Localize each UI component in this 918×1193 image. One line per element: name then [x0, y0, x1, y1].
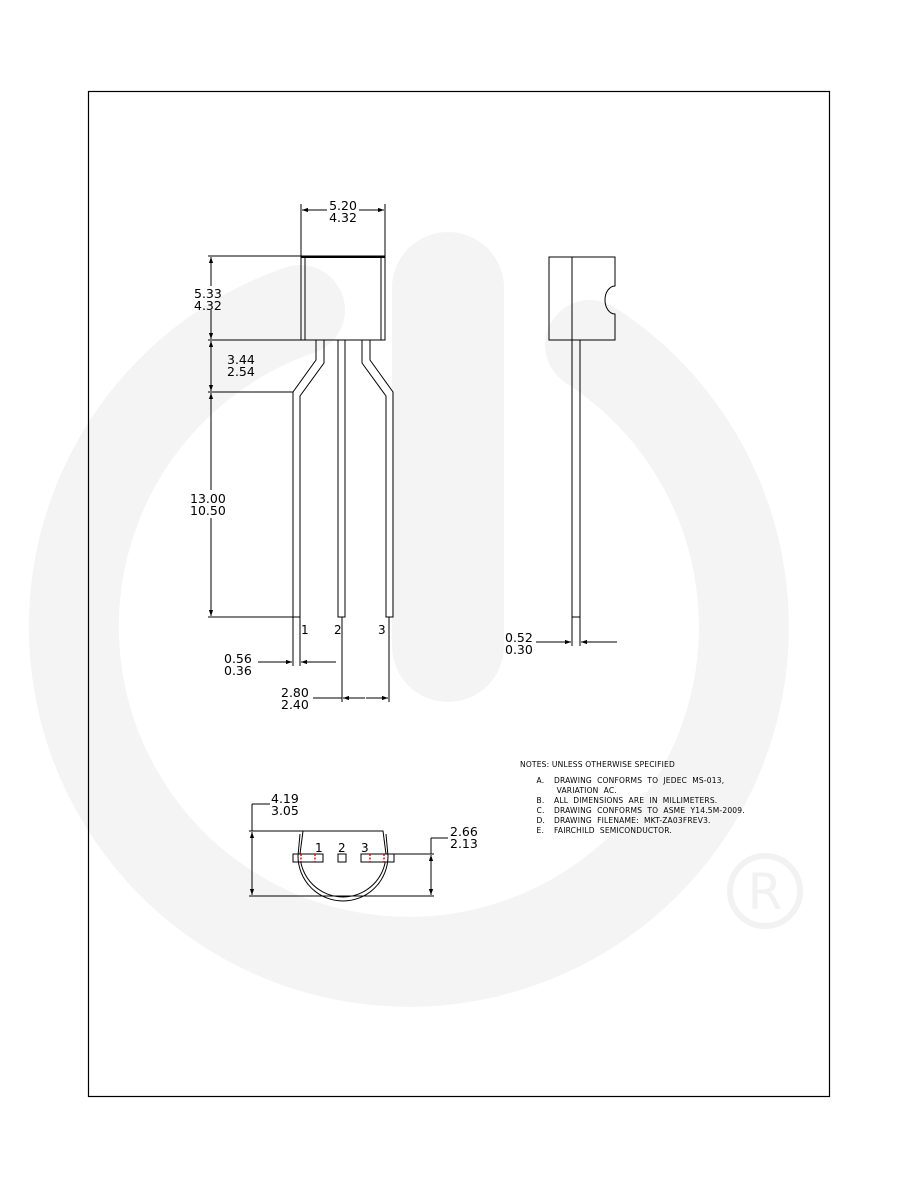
dim-lead-pitch-max: 2.80 [281, 685, 309, 700]
bottom-view-dimensions: 4.19 3.05 2.66 2.13 1 2 3 [271, 791, 478, 855]
dim-lead-length-min: 10.50 [190, 503, 226, 518]
pin-label-1: 1 [301, 623, 309, 637]
note-text: DRAWING CONFORMS TO ASME Y14.5M-2009. [554, 805, 745, 815]
notes-header: NOTES: UNLESS OTHERWISE SPECIFIED [520, 759, 675, 769]
svg-text:R: R [748, 863, 783, 921]
pin-label-2: 2 [334, 623, 342, 637]
note-item: B. ALL DIMENSIONS ARE IN MILLIMETERS. [520, 795, 745, 805]
bottom-view [249, 803, 448, 902]
dim-body-height-max: 5.33 [194, 286, 222, 301]
dim-flat-to-round-max: 2.66 [450, 824, 478, 839]
note-text: ALL DIMENSIONS ARE IN MILLIMETERS. [554, 795, 718, 805]
dim-lead-pitch-min: 2.40 [281, 697, 309, 712]
bottom-pin-label-2: 2 [338, 841, 346, 855]
dim-body-height-min: 4.32 [194, 298, 222, 313]
dim-lead-bend-min: 2.54 [227, 364, 255, 379]
note-key: A. [536, 775, 545, 785]
dim-body-width-max: 5.20 [329, 198, 357, 213]
page-frame [87, 90, 831, 1098]
note-item: A. DRAWING CONFORMS TO JEDEC MS-013, VAR… [520, 775, 745, 795]
front-view [208, 204, 394, 702]
drawing-notes: NOTES: UNLESS OTHERWISE SPECIFIED A. DRA… [520, 759, 745, 835]
bottom-pin-label-1: 1 [315, 841, 323, 855]
power-logo-watermark: R [28, 232, 803, 1007]
note-text: DRAWING FILENAME: MKT-ZA03FREV3. [554, 815, 711, 825]
front-view-dimensions: 5.20 4.32 5.33 4.32 3.44 2.54 13.00 10.5… [190, 198, 386, 712]
dim-lead-width-max: 0.56 [224, 651, 252, 666]
dim-flat-to-round-min: 2.13 [450, 836, 478, 851]
pin-label-3: 3 [378, 623, 386, 637]
note-item: C. DRAWING CONFORMS TO ASME Y14.5M-2009. [520, 805, 745, 815]
note-item: E. FAIRCHILD SEMICONDUCTOR. [520, 825, 745, 835]
note-text: DRAWING CONFORMS TO JEDEC MS-013, VARIAT… [554, 775, 725, 795]
dim-lead-thickness-min: 0.30 [505, 642, 533, 657]
note-key: C. [536, 805, 545, 815]
bottom-pin-label-3: 3 [361, 841, 369, 855]
note-text: FAIRCHILD SEMICONDUCTOR. [554, 825, 673, 835]
dim-lead-width-min: 0.36 [224, 663, 252, 678]
side-view [536, 256, 617, 646]
dim-body-width-min: 4.32 [329, 210, 357, 225]
dim-total-depth-max: 4.19 [271, 791, 299, 806]
dim-total-depth-min: 3.05 [271, 803, 299, 818]
dim-lead-thickness-max: 0.52 [505, 630, 533, 645]
lead-position-markers [300, 854, 385, 862]
dim-lead-length-max: 13.00 [190, 491, 226, 506]
side-view-dimensions: 0.52 0.30 [505, 630, 533, 657]
note-key: E. [536, 825, 545, 835]
note-key: D. [536, 815, 546, 825]
note-key: B. [536, 795, 545, 805]
dim-lead-bend-max: 3.44 [227, 352, 255, 367]
note-item: D. DRAWING FILENAME: MKT-ZA03FREV3. [520, 815, 745, 825]
